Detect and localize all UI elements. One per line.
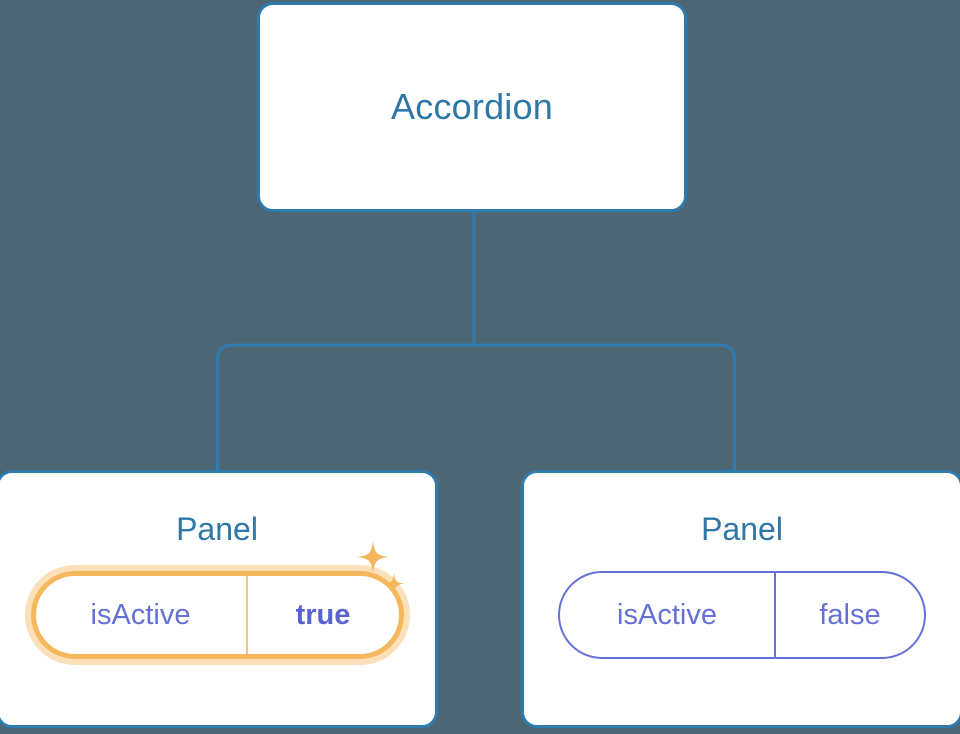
node-accordion[interactable]: Accordion [257,2,687,212]
node-panel-active[interactable]: Panel isActive true [0,470,438,728]
prop-value-label: true [295,598,351,631]
connector-child-bus [216,343,736,470]
prop-pill-container: isActive false [524,571,960,659]
sparkle-icon [357,541,389,573]
node-panel-inactive[interactable]: Panel isActive false [521,470,960,728]
prop-pill-isactive[interactable]: isActive true [30,571,404,659]
prop-pill-isactive[interactable]: isActive false [558,571,926,659]
panel-node-title: Panel [701,511,783,547]
prop-pill-container: isActive true [0,541,435,659]
prop-key-label: isActive [560,573,776,657]
panel-node-title: Panel [176,511,258,547]
root-node-title: Accordion [391,86,553,127]
prop-value-label: false [819,598,881,631]
prop-key-label: isActive [36,576,248,654]
